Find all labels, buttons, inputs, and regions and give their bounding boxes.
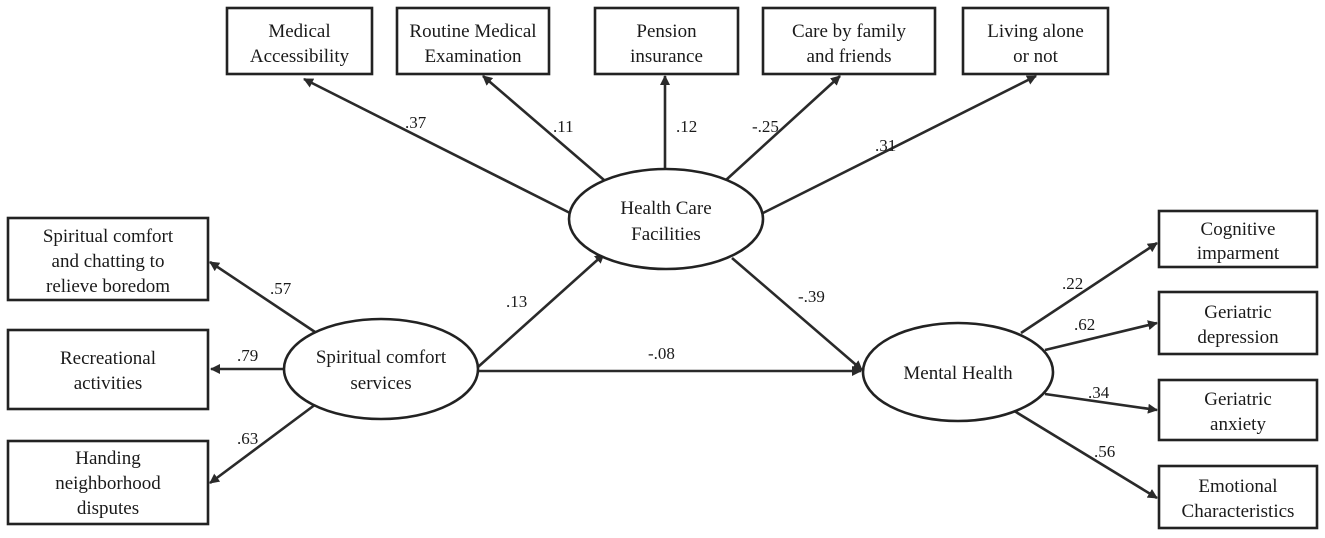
- path-hc-to-medical-accessibility: [303, 77, 573, 216]
- indicator-anxiety: Geriatric anxiety: [1157, 378, 1319, 442]
- node-label-line: activities: [74, 373, 143, 394]
- coef-hc-mh: -.39: [798, 287, 825, 306]
- node-label-line: Facilities: [631, 224, 701, 245]
- node-label-line: Handing: [75, 448, 141, 469]
- node-label-line: Characteristics: [1182, 501, 1295, 522]
- node-label-line: Mental Health: [903, 363, 1013, 384]
- indicator-living-alone: Living alone or not: [961, 6, 1110, 76]
- node-label-line: and friends: [807, 46, 892, 67]
- path-mh-to-depression: [1044, 320, 1158, 352]
- latent-mental-health: Mental Health: [861, 321, 1055, 423]
- coef-hc-medical: .37: [405, 113, 427, 132]
- node-label-line: Spiritual comfort: [43, 226, 174, 247]
- coef-hc-living: .31: [875, 136, 896, 155]
- node-label-line: Examination: [424, 46, 522, 67]
- coef-mh-emotional: .56: [1094, 442, 1115, 461]
- node-label-line: disputes: [77, 498, 139, 519]
- latent-health-care-facilities: Health Care Facilities: [567, 167, 765, 271]
- node-label-line: services: [350, 373, 411, 394]
- indicator-emotional: Emotional Characteristics: [1157, 464, 1319, 530]
- coef-sp-recreational: .79: [237, 346, 258, 365]
- coef-hc-care: -.25: [752, 117, 779, 136]
- node-label-line: depression: [1197, 327, 1279, 348]
- coef-sp-mh: -.08: [648, 344, 675, 363]
- node-label-line: Living alone: [987, 21, 1084, 42]
- node-label-line: neighborhood: [55, 473, 161, 494]
- node-label-line: Geriatric: [1204, 302, 1272, 323]
- node-label-line: Recreational: [60, 348, 156, 369]
- coef-sp-chat: .57: [270, 279, 292, 298]
- indicator-routine-exam: Routine Medical Examination: [395, 6, 551, 76]
- indicator-medical-accessibility: Medical Accessibility: [225, 6, 374, 76]
- node-label-line: relieve boredom: [46, 276, 170, 297]
- node-label-line: anxiety: [1210, 414, 1266, 435]
- node-label-line: Medical: [268, 21, 330, 42]
- indicator-cognitive: Cognitive imparment: [1157, 209, 1319, 269]
- node-label-line: Emotional: [1198, 476, 1277, 497]
- node-label-line: and chatting to: [52, 251, 165, 272]
- node-label-line: or not: [1013, 46, 1059, 67]
- node-label-line: Routine Medical: [409, 21, 536, 42]
- node-label-line: Health Care: [620, 198, 711, 219]
- path-sp-to-hc: [477, 253, 605, 368]
- coef-hc-routine: .11: [553, 117, 574, 136]
- node-label-line: Spiritual comfort: [316, 347, 447, 368]
- node-label-line: Pension: [636, 21, 697, 42]
- path-mh-to-cognitive: [1020, 241, 1158, 335]
- path-hc-to-care-family: [725, 75, 841, 181]
- coef-mh-anxiety: .34: [1088, 383, 1110, 402]
- path-sp-to-disputes: [209, 402, 317, 485]
- coef-mh-cognitive: .22: [1062, 274, 1083, 293]
- path-hc-to-living-alone: [762, 74, 1037, 215]
- node-label-line: Cognitive: [1201, 219, 1276, 240]
- node-label-line: Geriatric: [1204, 389, 1272, 410]
- indicator-pension-insurance: Pension insurance: [593, 6, 740, 76]
- path-sp-to-spiritual-chat: [209, 260, 319, 336]
- node-label-line: insurance: [630, 46, 703, 67]
- node-label-line: Accessibility: [250, 46, 350, 67]
- indicator-recreational: Recreational activities: [6, 328, 210, 411]
- path-hc-to-routine-exam: [482, 75, 605, 181]
- node-label-line: Care by family: [792, 21, 906, 42]
- indicator-spiritual-chat: Spiritual comfort and chatting to reliev…: [6, 216, 210, 302]
- indicator-care-family: Care by family and friends: [761, 6, 937, 76]
- node-label-line: imparment: [1197, 243, 1280, 264]
- path-mh-to-emotional: [1010, 407, 1158, 500]
- path-hc-to-mh: [731, 257, 863, 371]
- latent-spiritual-comfort-services: Spiritual comfort services: [282, 317, 480, 421]
- coef-mh-depression: .62: [1074, 315, 1095, 334]
- coef-hc-pension: .12: [676, 117, 697, 136]
- indicator-disputes: Handing neighborhood disputes: [6, 439, 210, 526]
- coef-sp-disputes: .63: [237, 429, 258, 448]
- path-mh-to-anxiety: [1044, 392, 1158, 414]
- coef-sp-hc: .13: [506, 292, 527, 311]
- indicator-depression: Geriatric depression: [1157, 290, 1319, 356]
